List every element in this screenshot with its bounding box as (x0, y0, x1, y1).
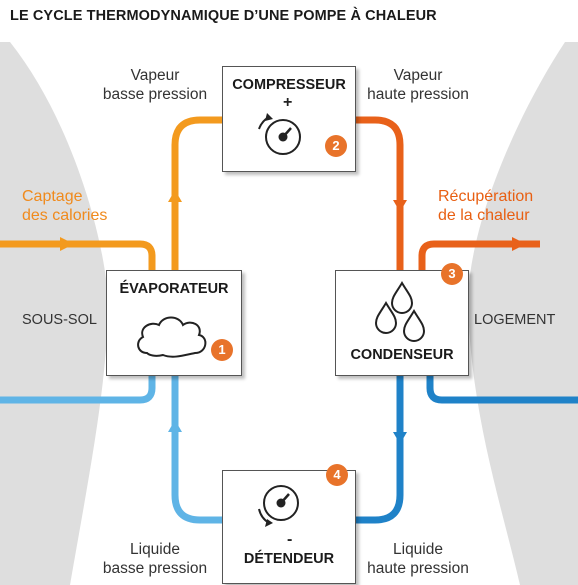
label-vapeur-haute-line1: Vapeur (393, 67, 443, 84)
cloud-icon (137, 316, 207, 358)
arrow-up-blue (168, 420, 182, 432)
label-recuperation: Récupération de la chaleur (438, 187, 533, 225)
flow-captage-out (0, 360, 156, 404)
arrow-down-blue (393, 432, 407, 444)
label-liquide-basse-line1: Liquide (130, 541, 180, 558)
loop-vapeur-basse (171, 116, 222, 290)
loop-liquide-haute (354, 360, 404, 524)
label-captage-line1: Captage (22, 188, 83, 205)
drops-icon (374, 281, 426, 342)
label-liquide-haute-line2: haute pression (367, 560, 469, 577)
flow-recup-in (426, 360, 578, 404)
detendeur-name: DÉTENDEUR (243, 551, 335, 567)
label-liquide-haute: Liquide haute pression (358, 540, 478, 578)
label-captage-line2: des calories (22, 207, 108, 224)
ground-left (0, 42, 108, 585)
label-vapeur-basse-line2: basse pression (102, 86, 208, 103)
label-liquide-basse: Liquide basse pression (95, 540, 215, 578)
label-liquide-basse-line2: basse pression (102, 560, 208, 577)
label-captage: Captage des calories (22, 187, 107, 225)
evaporateur-box: ÉVAPORATEUR 1 (106, 270, 242, 376)
loop-vapeur-haute (354, 116, 404, 290)
evaporateur-name: ÉVAPORATEUR (119, 281, 229, 297)
label-recuperation-line2: de la chaleur (438, 207, 530, 224)
arrow-down-orange (393, 200, 407, 212)
label-vapeur-haute-line2: haute pression (367, 86, 469, 103)
arrow-up-orange (168, 190, 182, 202)
gauge-icon (258, 113, 301, 155)
ground-right (468, 42, 578, 585)
compresseur-box: COMPRESSEUR + 2 (222, 66, 356, 172)
detendeur-number-badge: 4 (326, 464, 348, 486)
detendeur-box: - DÉTENDEUR (222, 470, 356, 584)
condenseur-box: CONDENSEUR (335, 270, 469, 376)
condenseur-number-badge: 3 (441, 263, 463, 285)
label-vapeur-haute: Vapeur haute pression (358, 66, 478, 104)
detendeur-sign: - (287, 531, 293, 548)
compresseur-name: COMPRESSEUR (232, 77, 346, 93)
diagram-title: LE CYCLE THERMODYNAMIQUE D’UNE POMPE À C… (10, 8, 437, 24)
gauge-icon-detendeur (258, 485, 299, 527)
compresseur-number-badge: 2 (325, 135, 347, 157)
flow-recup-out (418, 240, 540, 290)
arrow-recup (512, 237, 526, 251)
label-liquide-haute-line1: Liquide (393, 541, 443, 558)
loop-liquide-basse (171, 360, 222, 524)
label-vapeur-basse-line1: Vapeur (130, 67, 180, 84)
label-sous-sol: SOUS-SOL (22, 312, 97, 328)
flow-captage-in (0, 240, 156, 290)
arrow-captage (60, 237, 74, 251)
label-vapeur-basse: Vapeur basse pression (95, 66, 215, 104)
label-recuperation-line1: Récupération (438, 188, 534, 205)
evaporateur-number-badge: 1 (211, 339, 233, 361)
compresseur-sign: + (283, 94, 293, 111)
label-logement: LOGEMENT (474, 312, 556, 328)
condenseur-name: CONDENSEUR (350, 347, 454, 363)
